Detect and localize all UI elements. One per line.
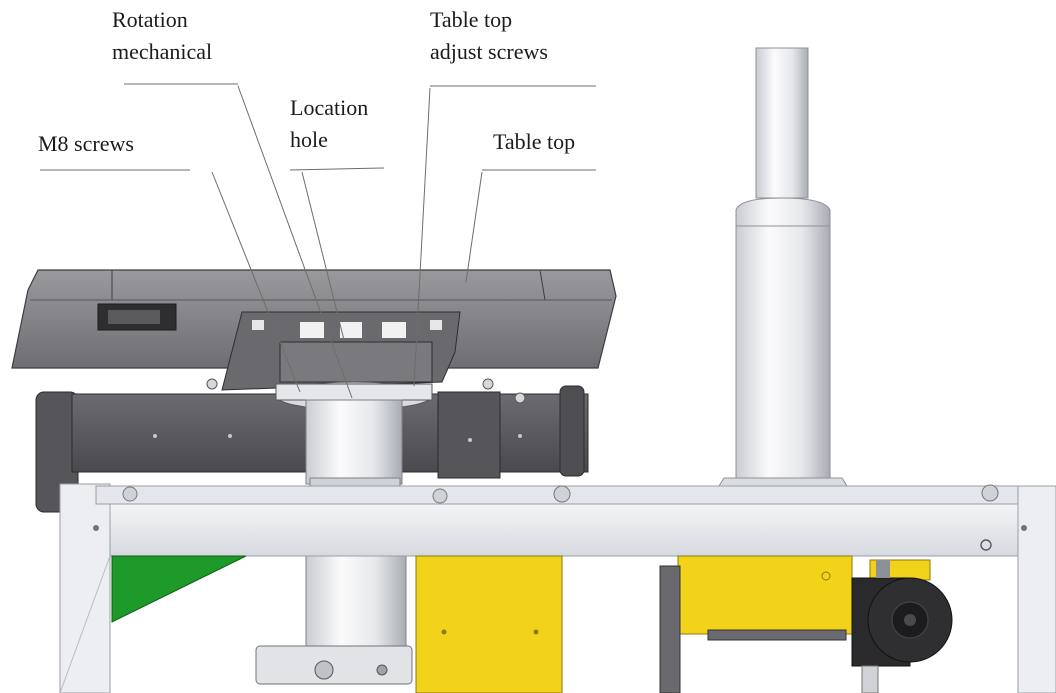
callout-line: Table top — [430, 7, 513, 32]
rotation-bracket — [221, 311, 461, 391]
callout-line: mechanical — [112, 39, 213, 64]
callout-line: Location — [290, 95, 369, 120]
green-panel — [111, 555, 247, 623]
yellow-blocks — [415, 555, 931, 693]
support-frame — [59, 483, 1056, 693]
callout-line: M8 screws — [38, 131, 134, 156]
callout-line: Table top — [493, 129, 576, 154]
callout-location-hole: Location hole — [290, 92, 368, 156]
callout-table-top: Table top — [493, 126, 575, 158]
callout-line: adjust screws — [430, 39, 548, 64]
callout-table-top-adjust-screws: Table top adjust screws — [430, 4, 548, 68]
leader-lines — [40, 83, 596, 399]
lower-clamp — [255, 645, 413, 685]
callout-rotation-mechanical: Rotation mechanical — [112, 4, 212, 68]
callout-line: Rotation — [112, 7, 188, 32]
vertical-pole — [713, 47, 853, 501]
callout-m8-screws: M8 screws — [38, 128, 134, 160]
callout-line: hole — [290, 127, 328, 152]
drive-motor — [851, 560, 953, 693]
